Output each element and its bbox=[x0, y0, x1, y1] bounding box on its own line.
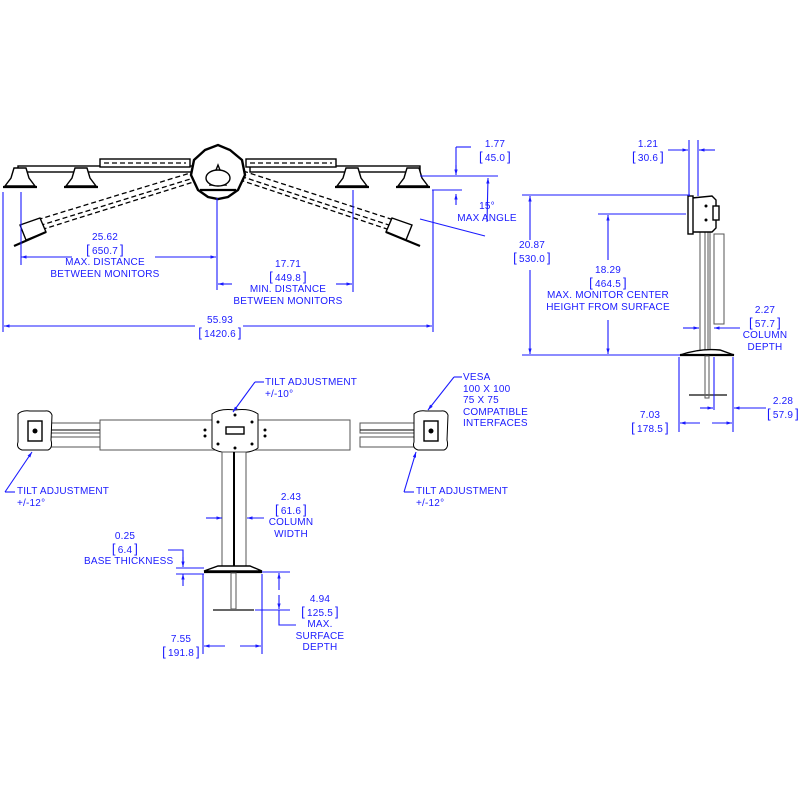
overall-width-value: 55.93 bbox=[206, 315, 234, 326]
max-distance-caption-2: BETWEEN MONITORS bbox=[50, 268, 160, 280]
dim-mount-depth bbox=[668, 140, 715, 196]
dim-center-height bbox=[598, 213, 686, 354]
front-base bbox=[203, 565, 263, 611]
dim-max-distance bbox=[20, 192, 218, 290]
offset-value: 1.77 bbox=[484, 139, 506, 150]
surface-depth-caption-2: SURFACE bbox=[295, 630, 345, 642]
label-vesa: VESA 100 X 100 75 X 75 COMPATIBLE INTERF… bbox=[463, 372, 528, 430]
front-view bbox=[4, 376, 462, 654]
label-clamp-offset: 2.28 57.9 bbox=[765, 396, 800, 421]
column-depth-value: 2.27 bbox=[754, 305, 776, 316]
column-width-caption-2: WIDTH bbox=[274, 528, 308, 540]
base-width-metric: 191.8 bbox=[158, 646, 204, 660]
column-width-metric: 61.6 bbox=[265, 504, 317, 518]
angle-value: 15° bbox=[479, 201, 495, 212]
label-overall-height: 20.87 530.0 bbox=[510, 240, 554, 265]
tilt-center-line-2: +/-10° bbox=[265, 388, 294, 400]
top-view-center-hub bbox=[189, 143, 247, 201]
tilt-left-line-1: TILT ADJUSTMENT bbox=[17, 486, 110, 497]
side-view bbox=[522, 140, 766, 432]
dim-offset bbox=[419, 146, 498, 237]
max-distance-value: 25.62 bbox=[91, 232, 119, 243]
vesa-line-2: 100 X 100 bbox=[463, 383, 511, 395]
vesa-plate-center bbox=[203, 409, 267, 453]
tilt-right-line-1: TILT ADJUSTMENT bbox=[416, 486, 509, 497]
mount-depth-metric: 30.6 bbox=[628, 151, 668, 165]
max-distance-caption-1: MAX. DISTANCE bbox=[65, 257, 145, 268]
label-min-distance: 17.71 449.8 MIN. DISTANCE BETWEEN MONITO… bbox=[228, 259, 348, 307]
tilt-left-line-2: +/-12° bbox=[17, 497, 46, 509]
base-thickness-value: 0.25 bbox=[114, 531, 136, 542]
surface-depth-caption-3: DEPTH bbox=[302, 642, 338, 653]
label-max-angle: 15° MAX ANGLE bbox=[452, 201, 522, 224]
center-height-value: 18.29 bbox=[594, 265, 622, 276]
surface-depth-caption-1: MAX. bbox=[307, 619, 333, 630]
overall-height-value: 20.87 bbox=[518, 240, 546, 251]
top-view-monitor-heads bbox=[3, 167, 430, 189]
dim-min-distance bbox=[218, 190, 354, 292]
base-width-value: 7.55 bbox=[170, 634, 192, 645]
overall-width-metric: 1420.6 bbox=[190, 327, 250, 341]
column-depth-metric: 57.7 bbox=[738, 317, 792, 331]
top-view bbox=[2, 143, 498, 332]
label-column-depth: 2.27 57.7 COLUMN DEPTH bbox=[738, 305, 792, 353]
label-center-height: 18.29 464.5 MAX. MONITOR CENTER HEIGHT F… bbox=[545, 265, 671, 313]
dim-base-thickness bbox=[168, 549, 204, 586]
surface-depth-value: 4.94 bbox=[309, 594, 331, 605]
base-thickness-metric: 6.4 bbox=[84, 543, 166, 557]
column-depth-caption-1: COLUMN bbox=[742, 330, 788, 341]
label-base-thickness: 0.25 6.4 BASE THICKNESS bbox=[84, 531, 174, 568]
dim-base-depth bbox=[678, 357, 734, 432]
angle-caption: MAX ANGLE bbox=[457, 212, 517, 224]
offset-metric: 45.0 bbox=[470, 151, 520, 165]
min-distance-metric: 449.8 bbox=[228, 271, 348, 285]
mount-depth-value: 1.21 bbox=[637, 139, 659, 150]
center-height-metric: 464.5 bbox=[545, 277, 671, 291]
vesa-line-5: INTERFACES bbox=[463, 418, 528, 429]
min-distance-value: 17.71 bbox=[274, 259, 302, 270]
vesa-line-3: 75 X 75 bbox=[463, 395, 499, 406]
label-max-distance: 25.62 650.7 MAX. DISTANCE BETWEEN MONITO… bbox=[50, 232, 160, 280]
max-distance-metric: 650.7 bbox=[50, 244, 160, 258]
top-view-arms-extended bbox=[17, 158, 421, 173]
min-distance-caption-2: BETWEEN MONITORS bbox=[233, 295, 343, 307]
label-tilt-center: TILT ADJUSTMENT +/-10° bbox=[265, 377, 357, 400]
dim-overall-height bbox=[522, 194, 690, 356]
label-mount-depth: 1.21 30.6 bbox=[628, 139, 668, 164]
dim-surface-depth bbox=[255, 571, 296, 626]
vesa-line-4: COMPATIBLE bbox=[463, 406, 528, 418]
column-depth-caption-2: DEPTH bbox=[747, 341, 783, 353]
clamp-offset-value: 2.28 bbox=[772, 396, 794, 407]
vesa-plate-right bbox=[413, 410, 449, 451]
label-overall-width: 55.93 1420.6 bbox=[190, 315, 250, 340]
vesa-plate-left bbox=[17, 410, 53, 451]
base-depth-metric: 178.5 bbox=[628, 422, 672, 436]
label-column-width: 2.43 61.6 COLUMN WIDTH bbox=[265, 492, 317, 540]
front-column bbox=[221, 451, 247, 567]
top-view-arms-angled bbox=[13, 169, 421, 248]
tilt-right-line-2: +/-12° bbox=[416, 497, 445, 509]
column-width-caption-1: COLUMN bbox=[268, 517, 314, 528]
label-surface-depth: 4.94 125.5 MAX. SURFACE DEPTH bbox=[295, 594, 345, 654]
center-height-caption-1: MAX. MONITOR CENTER bbox=[547, 290, 669, 301]
center-height-caption-2: HEIGHT FROM SURFACE bbox=[546, 301, 670, 313]
label-offset: 1.77 45.0 bbox=[470, 139, 520, 164]
label-base-width: 7.55 191.8 bbox=[158, 634, 204, 659]
base-thickness-caption: BASE THICKNESS bbox=[84, 556, 174, 567]
dim-base-width bbox=[202, 574, 263, 654]
clamp-offset-metric: 57.9 bbox=[765, 408, 800, 422]
label-tilt-left: TILT ADJUSTMENT +/-12° bbox=[17, 486, 109, 509]
leaders bbox=[4, 376, 462, 493]
dim-overall-width bbox=[2, 190, 434, 332]
surface-depth-metric: 125.5 bbox=[295, 606, 345, 620]
min-distance-caption-1: MIN. DISTANCE bbox=[249, 284, 327, 295]
tilt-center-line-1: TILT ADJUSTMENT bbox=[265, 377, 358, 388]
label-tilt-right: TILT ADJUSTMENT +/-12° bbox=[416, 486, 508, 509]
label-base-depth: 7.03 178.5 bbox=[628, 410, 672, 435]
overall-height-metric: 530.0 bbox=[510, 252, 554, 266]
column-width-value: 2.43 bbox=[280, 492, 302, 503]
base-depth-value: 7.03 bbox=[639, 410, 661, 421]
vesa-line-1: VESA bbox=[463, 372, 491, 383]
